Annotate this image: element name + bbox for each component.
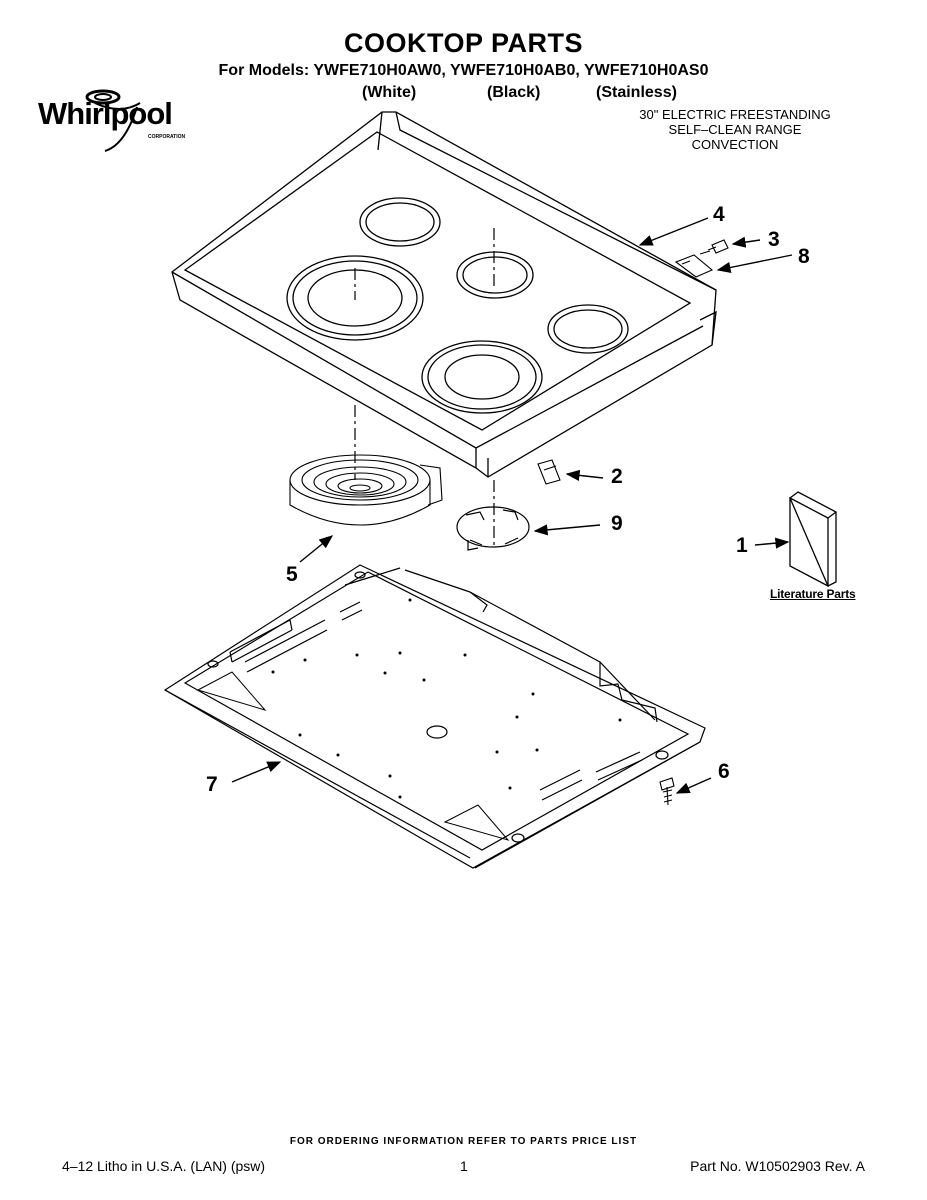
callout-6: 6 [718, 760, 730, 783]
leader-arrows [231, 217, 793, 794]
screw-part-6 [659, 777, 675, 806]
callout-4: 4 [713, 203, 725, 226]
clip-part-8 [674, 254, 714, 278]
product-description: 30" ELECTRIC FREESTANDING SELF–CLEAN RAN… [605, 107, 865, 152]
callout-9: 9 [611, 512, 623, 535]
variant-white: (White) [362, 84, 417, 101]
description-line-1: 30" ELECTRIC FREESTANDING [639, 107, 831, 122]
description-line-3: CONVECTION [691, 137, 779, 152]
callout-3: 3 [768, 228, 780, 251]
screw-part-3 [699, 239, 729, 255]
clip-part-2 [537, 459, 561, 485]
literature-part-1 [789, 491, 837, 588]
callout-2: 2 [611, 465, 623, 488]
cooktop-glass [171, 111, 717, 478]
callout-8: 8 [798, 245, 810, 268]
callout-1: 1 [736, 534, 748, 557]
burner-box-details [271, 598, 622, 799]
page-number: 1 [460, 1158, 468, 1174]
variant-stainless: (Stainless) [596, 84, 677, 101]
burner-box-part-7 [163, 564, 706, 869]
logo-wordmark: Whirlpool [38, 96, 173, 131]
heating-element-part-5 [289, 454, 443, 526]
logo-subtext: CORPORATION [148, 134, 186, 140]
callout-5: 5 [286, 563, 298, 586]
ring-part-9 [456, 506, 530, 551]
description-line-2: SELF–CLEAN RANGE [668, 122, 802, 137]
callout-7: 7 [206, 773, 218, 796]
page-title: COOKTOP PARTS [343, 28, 584, 58]
literature-label: Literature Parts [770, 587, 856, 601]
print-info: 4–12 Litho in U.S.A. (LAN) (psw) [62, 1158, 266, 1174]
variant-black: (Black) [487, 84, 541, 101]
whirlpool-logo [85, 89, 141, 152]
ordering-note: FOR ORDERING INFORMATION REFER TO PARTS … [289, 1136, 638, 1147]
burners [286, 197, 629, 414]
part-number: Part No. W10502903 Rev. A [690, 1158, 865, 1174]
models-line: For Models: YWFE710H0AW0, YWFE710H0AB0, … [218, 62, 709, 79]
